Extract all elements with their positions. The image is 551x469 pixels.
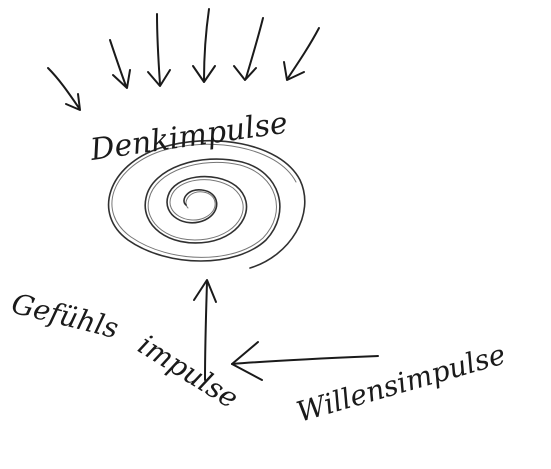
gefuehlsimpulse-label-part1: Gefühls xyxy=(8,287,121,345)
arrow-4 xyxy=(193,9,215,82)
denkimpulse-arrows xyxy=(48,9,319,110)
arrow-5 xyxy=(234,18,263,80)
willensimpulse-label: Willensimpulse xyxy=(293,338,509,429)
arrow-2 xyxy=(110,40,130,88)
denkimpulse-label: Denkimpulse xyxy=(87,106,290,168)
arrow-3 xyxy=(148,14,170,86)
gefuehlsimpulse-label-part2: impulse xyxy=(132,328,244,415)
arrow-1 xyxy=(48,68,80,110)
willensimpulse-arrow xyxy=(232,342,378,380)
arrow-6 xyxy=(284,28,319,80)
labels: Denkimpulse Gefühls impulse Willensimpul… xyxy=(8,106,509,429)
